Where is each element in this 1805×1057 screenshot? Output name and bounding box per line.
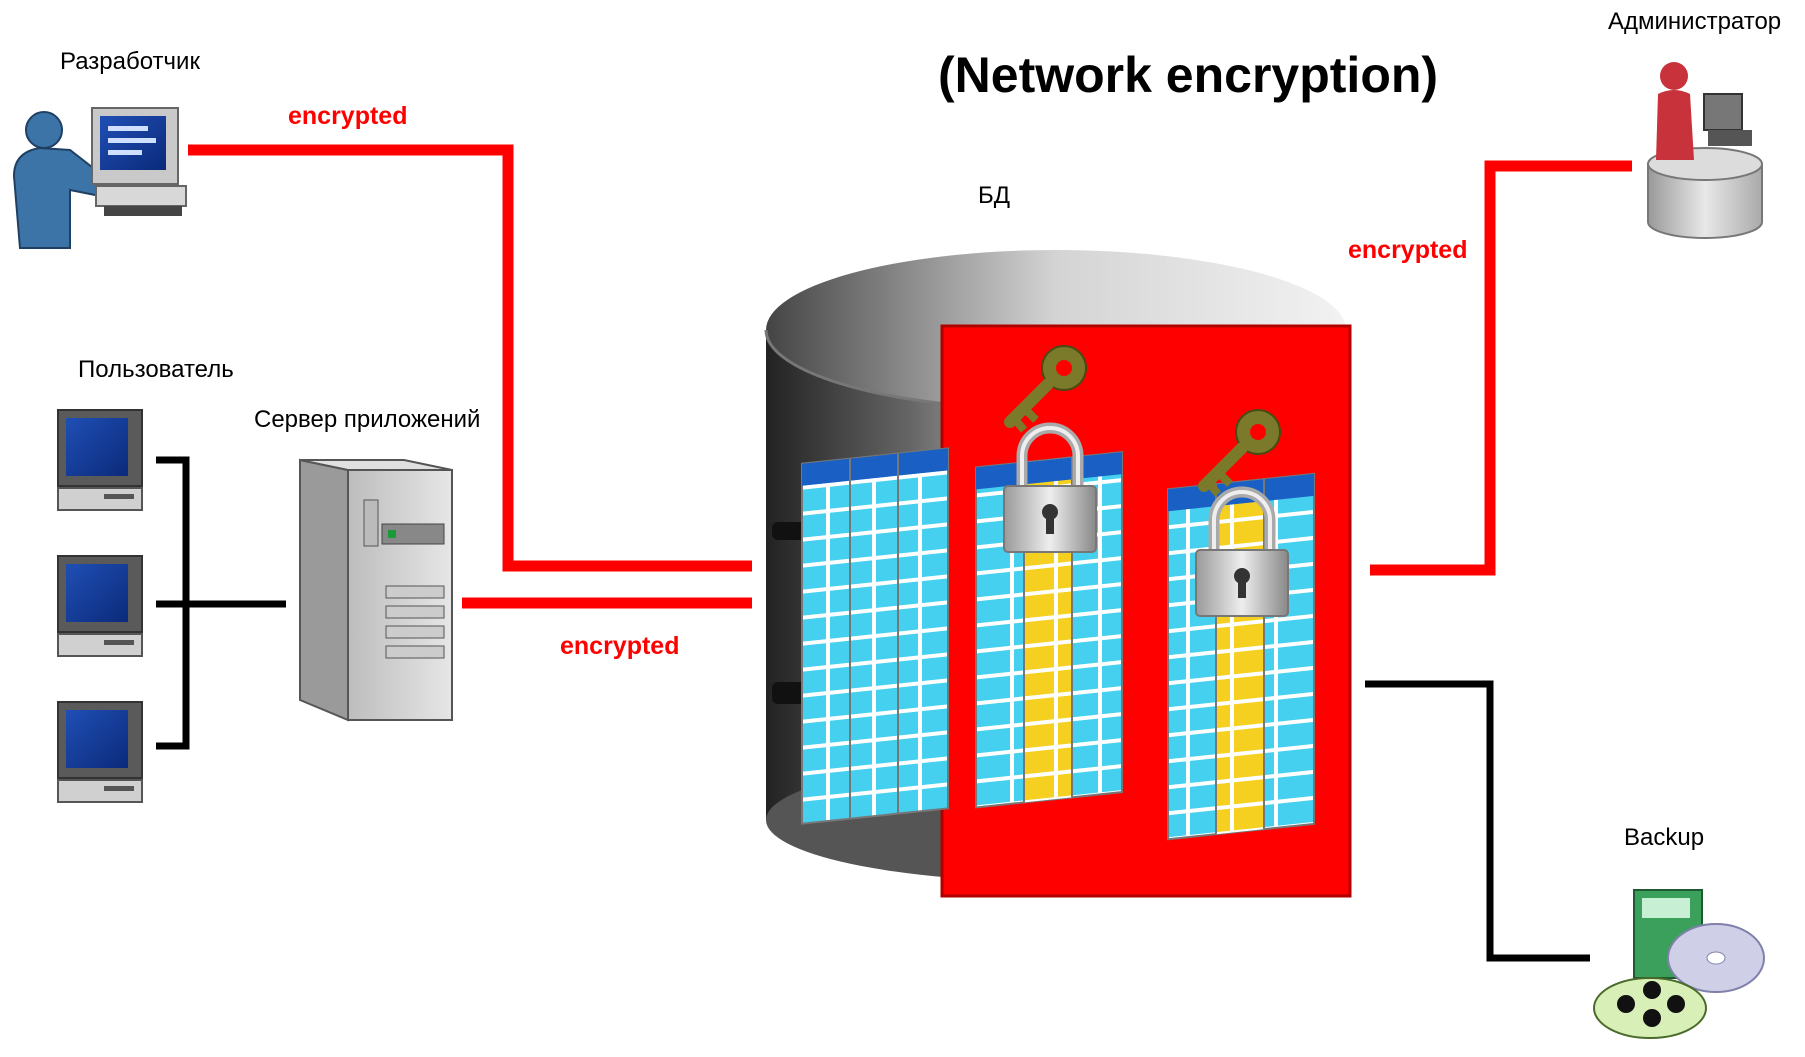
developer-workstation-icon — [12, 107, 187, 249]
backup-media-icon — [1593, 889, 1765, 1039]
user-terminal-1-icon — [57, 409, 143, 511]
administrator-console-icon — [1647, 62, 1763, 239]
app-server-link-label: encrypted — [560, 632, 680, 660]
table-plain-icon — [801, 447, 949, 825]
user-terminal-2-icon — [57, 555, 143, 657]
key-1-icon — [1004, 345, 1087, 433]
users-label: Пользователь — [78, 356, 234, 383]
administrator-encrypted-link — [1370, 160, 1632, 576]
developer-encrypted-link — [188, 144, 752, 572]
diagram-title: (Network encryption) — [938, 47, 1439, 103]
key-2-icon — [1198, 409, 1281, 497]
administrator-link-label: encrypted — [1348, 236, 1468, 264]
users-bracket — [156, 456, 286, 750]
administrator-label: Администратор — [1608, 8, 1782, 35]
user-terminal-3-icon — [57, 701, 143, 803]
app-server-label: Сервер приложений — [254, 406, 481, 433]
padlock-2-icon — [1195, 486, 1289, 617]
backup-link — [1365, 680, 1590, 962]
app-server-icon — [299, 458, 453, 722]
database-label: БД — [978, 182, 1011, 209]
backup-label: Backup — [1624, 824, 1705, 851]
table-encrypted-2-icon — [1167, 472, 1315, 841]
developer-label: Разработчик — [60, 48, 200, 75]
padlock-1-icon — [1003, 422, 1097, 553]
developer-link-label: encrypted — [288, 102, 408, 130]
